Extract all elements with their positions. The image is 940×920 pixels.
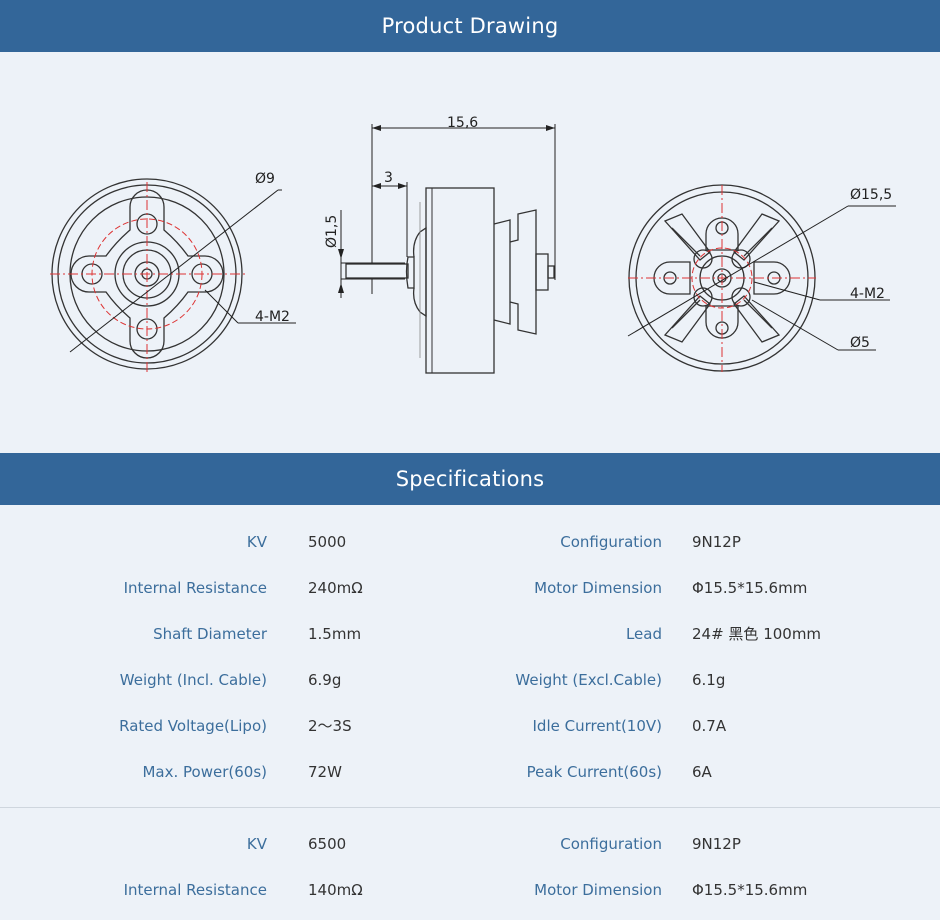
spec-row: Internal Resistance 140mΩ Motor Dimensio… — [0, 867, 940, 913]
front-view — [50, 178, 296, 374]
spec-value: 0.7A — [692, 717, 727, 735]
spec-value: 6.1g — [692, 671, 726, 689]
spec-row: KV 6500 Configuration 9N12P — [0, 821, 940, 867]
spec-label: Shaft Diameter — [153, 625, 267, 643]
rear-center-label: Ø5 — [850, 335, 870, 351]
specifications-title: Specifications — [395, 467, 545, 491]
spec-label: KV — [246, 533, 267, 551]
front-diameter-label: Ø9 — [255, 171, 275, 187]
specifications-table: KV 5000 Configuration 9N12P Internal Res… — [0, 505, 940, 920]
spec-value: 9N12P — [692, 533, 741, 551]
spec-row: KV 5000 Configuration 9N12P — [0, 519, 940, 565]
spec-label: Idle Current(10V) — [532, 717, 663, 735]
side-view — [338, 124, 556, 374]
specifications-header: Specifications — [0, 453, 940, 505]
spec-value: 6.9g — [308, 671, 342, 689]
spec-row: Max. Power(60s) 72W Peak Current(60s) 6A — [0, 749, 940, 795]
spec-label: KV — [246, 835, 267, 853]
group-divider — [0, 807, 940, 808]
side-shaft-length-label: 3 — [384, 170, 393, 186]
spec-row: Internal Resistance 240mΩ Motor Dimensio… — [0, 565, 940, 611]
side-shaft-diameter-label: Ø1,5 — [324, 215, 340, 248]
drawing-canvas: Ø9 4-M2 15,6 3 Ø1,5 — [50, 115, 896, 374]
spec-row: Shaft Diameter 1.5mm Lead 24# 黑色 100mm — [0, 611, 940, 657]
spec-value: 9N12P — [692, 835, 741, 853]
spec-label: Internal Resistance — [123, 579, 267, 597]
product-drawing-title: Product Drawing — [381, 14, 559, 38]
spec-label: Configuration — [560, 533, 662, 551]
spec-value: 140mΩ — [308, 881, 363, 899]
product-drawing: Ø9 4-M2 15,6 3 Ø1,5 — [0, 52, 940, 453]
spec-label: Rated Voltage(Lipo) — [119, 717, 267, 735]
spec-label: Weight (Incl. Cable) — [119, 671, 267, 689]
spec-value: Φ15.5*15.6mm — [692, 579, 808, 597]
product-drawing-header: Product Drawing — [0, 0, 940, 52]
rear-holes-label: 4-M2 — [850, 286, 885, 302]
front-holes-label: 4-M2 — [255, 309, 290, 325]
rear-view — [627, 184, 896, 372]
spec-value: 24# 黑色 100mm — [692, 625, 822, 643]
spec-value: 6A — [692, 763, 712, 781]
spec-row: Weight (Incl. Cable) 6.9g Weight (Excl.C… — [0, 657, 940, 703]
spec-label: Lead — [625, 625, 662, 643]
spec-row: Rated Voltage(Lipo) 2～3S Idle Current(10… — [0, 703, 940, 749]
side-length-label: 15,6 — [447, 115, 478, 131]
spec-label: Max. Power(60s) — [142, 763, 267, 781]
spec-label: Motor Dimension — [534, 881, 662, 899]
spec-value: 72W — [308, 763, 342, 781]
spec-value: 1.5mm — [308, 625, 362, 643]
spec-value: 2～3S — [308, 717, 352, 735]
spec-value: 240mΩ — [308, 579, 363, 597]
spec-value: 6500 — [308, 835, 347, 853]
spec-label: Configuration — [560, 835, 662, 853]
spec-label: Motor Dimension — [534, 579, 662, 597]
spec-label: Internal Resistance — [123, 881, 267, 899]
spec-label: Peak Current(60s) — [526, 763, 662, 781]
spec-label: Weight (Excl.Cable) — [515, 671, 662, 689]
rear-diameter-label: Ø15,5 — [850, 187, 892, 203]
spec-value: Φ15.5*15.6mm — [692, 881, 808, 899]
spec-value: 5000 — [308, 533, 347, 551]
